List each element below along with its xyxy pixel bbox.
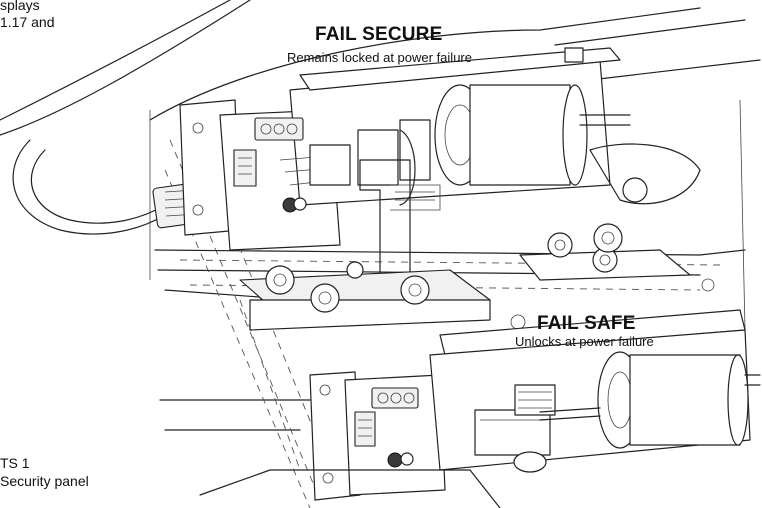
fail-secure-assembly	[179, 47, 631, 286]
fail-secure-title: FAIL SECURE	[315, 24, 443, 45]
fail-safe-assembly	[199, 309, 761, 508]
caption-bottom-line-2: Security panel	[0, 473, 89, 489]
mounting-bracket	[239, 47, 719, 341]
caption-bottom-line-1: TS 1	[0, 455, 30, 471]
caption-top-line-1: splays	[0, 0, 40, 13]
fail-safe-title: FAIL SAFE	[537, 313, 636, 334]
fail-safe-subtitle: Unlocks at power failure	[515, 334, 654, 349]
caption-top-line-2: 1.17 and	[0, 14, 55, 30]
fail-secure-subtitle: Remains locked at power failure	[287, 50, 472, 65]
